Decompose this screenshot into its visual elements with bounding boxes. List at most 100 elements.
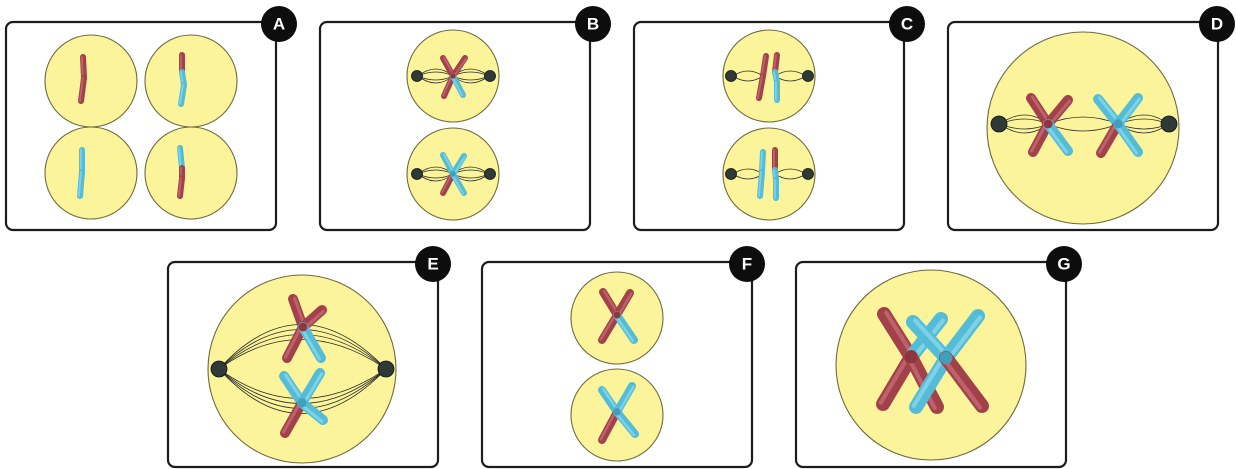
cell-a2 bbox=[144, 34, 238, 128]
chromosome-c1-left-seg-1 bbox=[756, 73, 766, 101]
chromosome-g-right-arm-3 bbox=[939, 351, 989, 413]
chromosome-g-left-arm-2 bbox=[876, 350, 918, 411]
cell-c2 bbox=[722, 127, 816, 221]
pole-d-right bbox=[1160, 115, 1178, 133]
chromosome-b2-arm-3 bbox=[450, 171, 467, 196]
badge-c-label: C bbox=[901, 15, 913, 34]
chromosome-b2-centromere bbox=[450, 171, 456, 177]
chromosome-g-right-centromere bbox=[939, 351, 953, 365]
chromosome-c1-left-seg-0 bbox=[760, 53, 769, 79]
panel-g-content bbox=[835, 269, 1027, 461]
panel-e-content bbox=[207, 274, 397, 464]
pole-c1-right bbox=[802, 70, 814, 82]
chromosome-b1-arm-3-highlight bbox=[451, 75, 463, 97]
chromosome-c2-left-seg-0 bbox=[759, 149, 766, 175]
chromosome-a3-seg-1 bbox=[77, 169, 85, 199]
chromosome-d-right-arm-1 bbox=[1113, 93, 1143, 129]
chromosome-g-right-arm-1-highlight bbox=[945, 315, 983, 362]
chromosome-a4-seg-0 bbox=[177, 145, 185, 171]
chromosome-b2-arm-2-highlight bbox=[441, 172, 453, 194]
pole-b1-right bbox=[484, 70, 496, 82]
chromosome-b1-arm-3 bbox=[450, 73, 466, 98]
chromosome-f2-arm-1 bbox=[613, 382, 636, 416]
chromosome-d-left-arm-1 bbox=[1043, 95, 1073, 129]
badge-f-label: F bbox=[742, 255, 752, 274]
chromosome-f1-arm-1-highlight bbox=[617, 292, 633, 317]
badge-e: E bbox=[415, 246, 451, 282]
chromosome-g-left-arm-3-highlight bbox=[906, 356, 937, 411]
chromosome-a2-seg-2 bbox=[178, 82, 187, 107]
chromosome-f1-arm-1 bbox=[613, 289, 634, 319]
cell-e bbox=[207, 274, 397, 464]
panel-d-content bbox=[986, 31, 1180, 225]
chromosome-g-left-arm-2-highlight bbox=[878, 353, 911, 405]
cell-g bbox=[835, 269, 1027, 461]
chromosome-f1-arm-2 bbox=[598, 311, 621, 344]
chromosome-e-bottom-arm-1-highlight bbox=[302, 372, 324, 406]
pole-e-left bbox=[210, 360, 228, 378]
chromosome-b2-arm-3-highlight bbox=[451, 173, 464, 195]
chromosome-a4-seg-0-highlight bbox=[178, 147, 182, 170]
badge-a-label: A bbox=[273, 15, 285, 34]
pole-b1-left bbox=[411, 70, 423, 82]
chromosome-d-right-arm-2-highlight bbox=[1097, 121, 1118, 154]
chromosome-a1-seg-1 bbox=[78, 75, 87, 104]
chromosome-a3-seg-1-highlight bbox=[78, 171, 82, 197]
chromosome-d-right-arm-3-highlight bbox=[1115, 123, 1139, 155]
pole-c2-left bbox=[725, 168, 737, 180]
badge-e-label: E bbox=[427, 255, 438, 274]
chromosome-a4-seg-2-highlight bbox=[178, 176, 182, 197]
chromosome-g-left-arm-0 bbox=[877, 307, 918, 364]
chromosome-e-top-arm-3-highlight bbox=[299, 326, 321, 361]
chromosome-f1-arm-2-highlight bbox=[599, 313, 617, 341]
chromosome-e-top-arm-2-highlight bbox=[283, 324, 303, 359]
panel-a-frame bbox=[4, 20, 278, 232]
chromosome-c2-left-seg-0-highlight bbox=[760, 151, 763, 173]
badge-g: G bbox=[1046, 246, 1082, 282]
chromosome-b1-centromere bbox=[450, 73, 456, 79]
chromosome-c2-left-seg-1-highlight bbox=[758, 171, 762, 197]
badge-a: A bbox=[261, 6, 297, 42]
chromosome-g-right-arm-0-highlight bbox=[912, 318, 950, 359]
panel-f-content bbox=[570, 271, 664, 462]
chromosome-b2-arm-1 bbox=[450, 153, 467, 177]
chromosome-g-right-arm-0 bbox=[906, 315, 953, 365]
chromosome-e-bottom-arm-3-highlight bbox=[299, 402, 324, 423]
chromosome-a4-seg-2 bbox=[177, 175, 185, 199]
chromosome-c1-right-seg-0-highlight bbox=[773, 53, 777, 73]
chromosome-e-bottom-centromere bbox=[297, 398, 307, 408]
chromosome-d-left-arm-1-highlight bbox=[1047, 99, 1071, 127]
cell-d bbox=[986, 31, 1180, 225]
chromosome-f2-arm-3 bbox=[613, 408, 639, 438]
chromosome-f2-arm-1-highlight bbox=[617, 385, 635, 414]
chromosome-g-right-arm-2 bbox=[909, 351, 953, 414]
panel-a-content bbox=[44, 34, 238, 220]
chromosome-b2-arm-1-highlight bbox=[453, 155, 466, 176]
chromosome-b1-arm-1 bbox=[450, 55, 468, 79]
cell-a3 bbox=[44, 126, 138, 220]
chromosome-f1-arm-3-highlight bbox=[614, 314, 635, 343]
chromosome-b2-arm-2 bbox=[440, 171, 456, 196]
cell-a1 bbox=[44, 34, 138, 128]
chromosome-e-bottom-arm-1 bbox=[297, 368, 325, 408]
chromosome-d-right-arm-3 bbox=[1113, 119, 1143, 157]
chromosome-f1-centromere bbox=[613, 311, 621, 319]
badge-b: B bbox=[575, 6, 611, 42]
pole-e-right bbox=[377, 360, 395, 378]
chromosome-c2-left-seg-1 bbox=[757, 169, 765, 199]
pole-c2-right bbox=[802, 168, 814, 180]
chromosome-a1-seg-0-highlight bbox=[81, 56, 84, 79]
chromosome-a1-seg-0 bbox=[80, 54, 87, 81]
chromosome-d-left-arm-3-highlight bbox=[1045, 123, 1069, 154]
panel-c-content bbox=[722, 29, 816, 221]
chromosome-f1-arm-3 bbox=[613, 311, 638, 344]
badge-g-label: G bbox=[1057, 255, 1070, 274]
chromosome-b1-arm-0 bbox=[440, 55, 456, 79]
chromosome-c1-left-seg-0-highlight bbox=[761, 54, 766, 77]
chromosome-a2-seg-2-highlight bbox=[179, 83, 184, 105]
chromosome-d-right-centromere bbox=[1113, 119, 1123, 129]
chromosome-a1-seg-1-highlight bbox=[79, 76, 84, 102]
chromosome-g-left-centromere bbox=[904, 350, 918, 364]
chromosome-e-bottom-arm-2-highlight bbox=[281, 400, 302, 434]
